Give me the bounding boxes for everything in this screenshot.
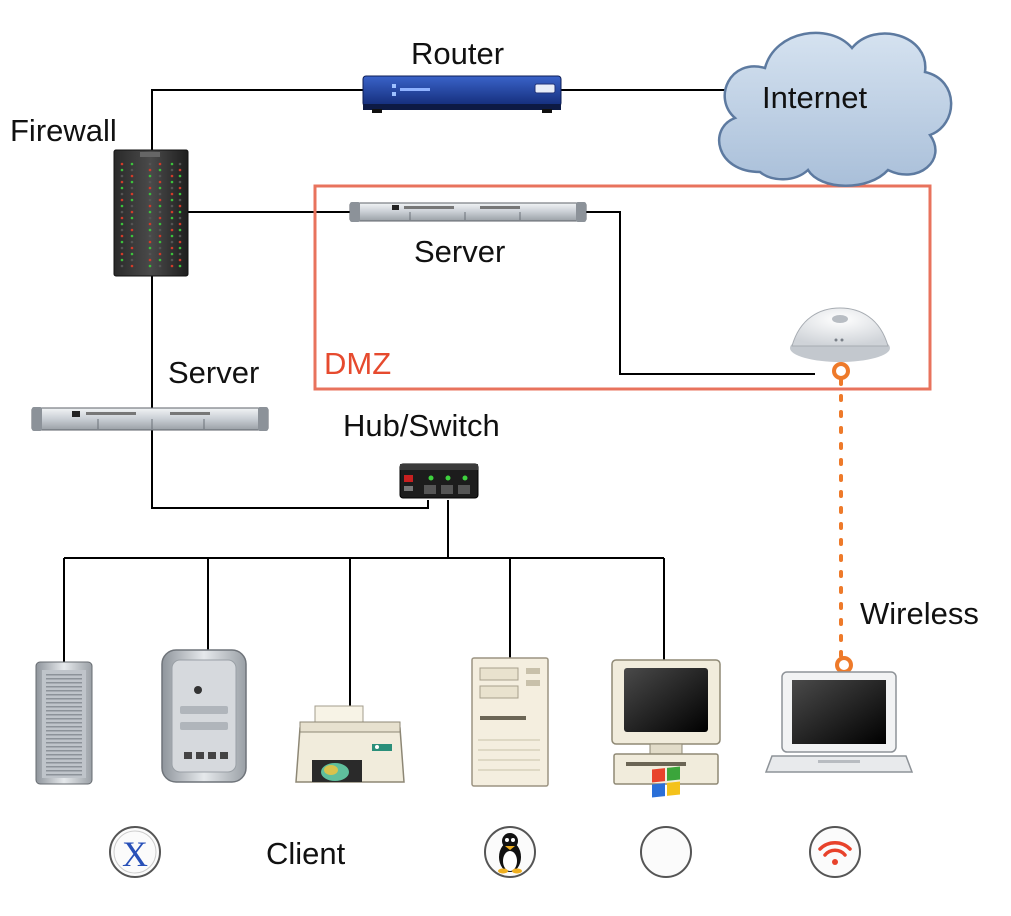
internet-label: Internet: [762, 80, 868, 115]
svg-text:X: X: [122, 834, 148, 874]
airport-base-station-icon: [790, 307, 890, 362]
dmz-server-airport-cable: [585, 211, 815, 375]
crt-monitor-icon: [611, 659, 721, 785]
wireless-endpoint-top: [832, 362, 850, 380]
hub-switch-icon: [399, 463, 479, 499]
wireless-label: Wireless: [860, 596, 979, 631]
linux-tux-icon: [484, 826, 536, 878]
dmz-server-label: Server: [414, 234, 506, 269]
router-label: Router: [411, 36, 505, 71]
router-icon: [362, 75, 562, 113]
firewall-router-cable: [151, 89, 365, 150]
printer-icon: [295, 705, 405, 783]
lan-server-icon: [31, 407, 269, 431]
pc-tower-icon: [471, 657, 549, 787]
laptop-icon: [764, 671, 914, 773]
lan-server-label: Server: [168, 355, 260, 390]
lan-server-switch-cable: [151, 430, 429, 509]
dmz-server-icon: [349, 202, 587, 222]
client-label: Client: [266, 836, 346, 871]
wifi-icon: [809, 826, 861, 878]
network-cables: [63, 89, 815, 706]
dmz-label: DMZ: [324, 346, 392, 381]
mac-os-x-icon: X: [109, 826, 161, 878]
windows-logo-icon: [640, 766, 692, 878]
internet-cloud-icon: [717, 31, 953, 187]
dmz-zone: [313, 184, 932, 391]
tower-computer-icon: [35, 661, 93, 785]
firewall-icon: [113, 149, 189, 277]
wireless-endpoint-bottom: [835, 656, 853, 674]
hub-switch-label: Hub/Switch: [343, 408, 500, 443]
mac-tower-icon: [161, 649, 247, 783]
wireless-link: [832, 362, 853, 674]
firewall-label: Firewall: [10, 113, 117, 148]
